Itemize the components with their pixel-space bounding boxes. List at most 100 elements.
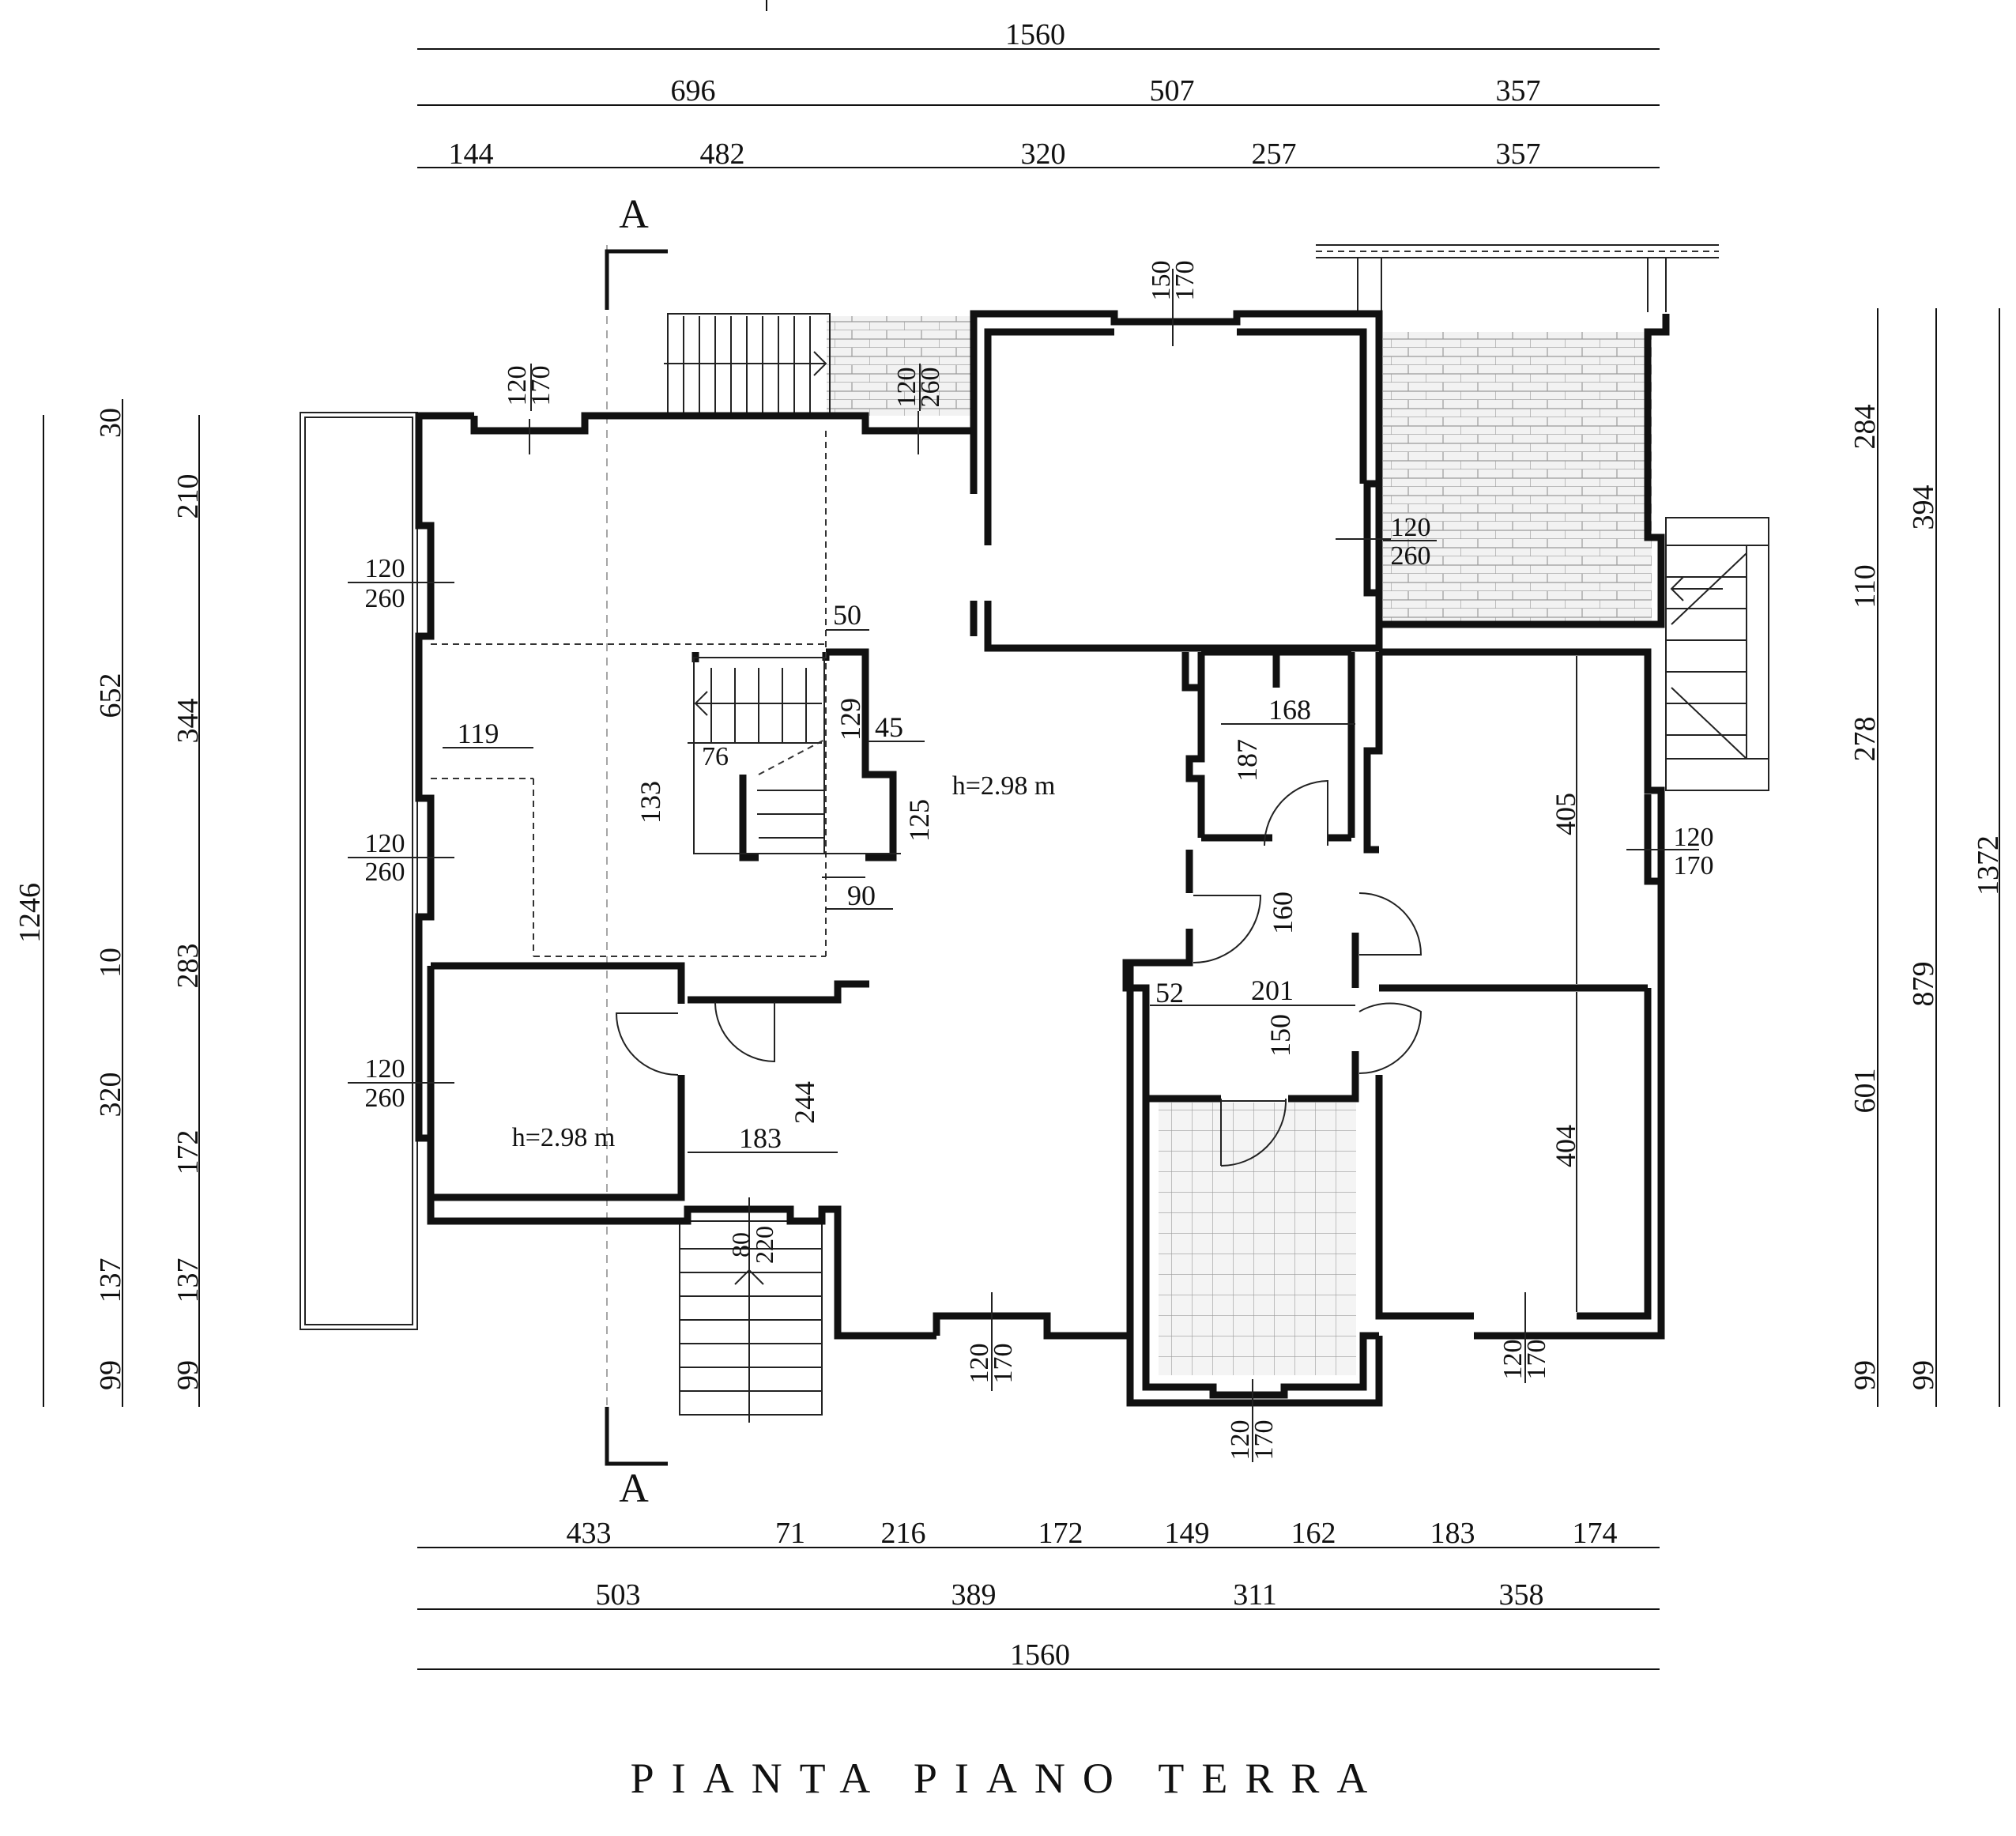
opening-width: 120	[365, 829, 405, 858]
top-dimension: 320	[1021, 138, 1066, 171]
opening: 120 260	[348, 554, 454, 613]
bathroom-tiled-floor	[1159, 1103, 1356, 1375]
interior-dimension: 133	[635, 781, 666, 824]
interior-dimension: 125	[903, 799, 935, 842]
door-swing	[1193, 895, 1262, 963]
top-dimension: 482	[700, 138, 745, 171]
top-dimension: 357	[1496, 74, 1541, 107]
opening-height: 170	[1522, 1340, 1551, 1380]
door-swing	[615, 1012, 679, 1076]
internal-dashed	[431, 431, 827, 957]
interior-dimensions: 50 119 129 45 76 133 125 90 168 187 160 …	[443, 599, 1581, 1312]
opening: 120 260	[348, 1054, 454, 1113]
left-dimension: 99	[94, 1360, 127, 1390]
section-mark-bottom	[605, 1407, 668, 1466]
top-dimension: 696	[671, 74, 716, 107]
interior-dimension: 45	[875, 711, 903, 743]
opening: 80 220	[726, 1197, 778, 1272]
bottom-dimension: 358	[1499, 1578, 1544, 1612]
bottom-dimensions: 433 71 216 172 149 162 183 174 503 389 3…	[417, 1517, 1660, 1672]
opening-height: 170	[1249, 1420, 1279, 1461]
left-dimension: 172	[171, 1130, 205, 1175]
opening-width: 120	[365, 554, 405, 583]
opening: 120 260	[892, 364, 945, 454]
opening-width: 120	[1391, 513, 1431, 542]
right-dimension: 278	[1848, 717, 1882, 762]
left-dimension: 652	[94, 673, 127, 718]
interior-dimension: 183	[739, 1122, 782, 1154]
bottom-dimension: 172	[1038, 1517, 1083, 1550]
opening-height: 170	[1170, 261, 1200, 301]
interior-dimension: 50	[833, 599, 861, 631]
left-total-dimension: 1246	[13, 883, 47, 943]
opening-height: 260	[916, 368, 945, 408]
bottom-total-dimension: 1560	[1010, 1638, 1070, 1672]
room-height: h=2.98 m	[512, 1123, 616, 1152]
opening-height: 170	[989, 1344, 1018, 1384]
top-dimension: 507	[1150, 74, 1195, 107]
opening: 120 170	[965, 1292, 1018, 1391]
left-dimension: 10	[94, 948, 127, 978]
right-dimension: 99	[1848, 1360, 1882, 1390]
right-dimensions: 284 110 278 601 99 394 879 99 1372	[1848, 308, 2005, 1407]
interior-dimension: 160	[1267, 892, 1298, 934]
section-label-bottom: A	[619, 1466, 649, 1511]
outdoor-elements	[300, 244, 1769, 1423]
top-dimension: 257	[1252, 138, 1297, 171]
interior-dimension: 119	[458, 718, 499, 749]
opening: 150 170	[1147, 261, 1200, 346]
right-dimension: 601	[1848, 1069, 1882, 1114]
interior-stair	[688, 657, 901, 878]
left-dimension: 283	[171, 944, 205, 989]
section-label-top: A	[619, 192, 649, 237]
interior-dimension: 201	[1251, 975, 1294, 1006]
door-swing	[1264, 779, 1328, 846]
room-height: h=2.98 m	[952, 771, 1056, 801]
opening-width: 150	[1147, 261, 1176, 301]
doors	[615, 779, 1423, 1167]
interior-dimension: 129	[835, 698, 866, 741]
door-swing	[714, 1001, 775, 1063]
door-swing	[1220, 1100, 1287, 1167]
bottom-dimension: 71	[775, 1517, 805, 1550]
left-dimension: 320	[94, 1073, 127, 1118]
right-total-dimension: 1372	[1972, 835, 2005, 895]
left-dimension: 210	[171, 474, 205, 519]
opening: 120 260	[1336, 513, 1437, 571]
door-swing	[1358, 1002, 1423, 1074]
door-swing	[1358, 892, 1423, 956]
top-dimension: 144	[449, 138, 494, 171]
interior-dimension: 52	[1155, 977, 1184, 1008]
bottom-dimension: 503	[596, 1578, 641, 1612]
right-dimension: 394	[1907, 485, 1940, 530]
opening: 120 260	[348, 829, 454, 887]
stair-top	[664, 316, 827, 417]
opening-width: 120	[503, 366, 532, 406]
interior-dimension: 187	[1231, 739, 1263, 782]
right-dimension: 284	[1848, 405, 1882, 450]
opening-width: 120	[365, 1054, 405, 1084]
opening-height: 260	[365, 1084, 405, 1113]
opening: 120 170	[1498, 1292, 1551, 1383]
stair-east	[1666, 545, 1769, 760]
interior-dimension: 244	[789, 1081, 820, 1124]
bottom-dimension: 433	[567, 1517, 612, 1550]
opening-height: 260	[365, 858, 405, 887]
opening-width: 120	[1674, 823, 1714, 852]
section-line: A A	[605, 192, 668, 1511]
opening: 120 170	[1626, 823, 1714, 880]
bottom-dimension: 311	[1233, 1578, 1277, 1612]
opening: 120 170	[1226, 1379, 1279, 1462]
left-dimension: 30	[94, 408, 127, 438]
left-dimension: 344	[171, 699, 205, 744]
opening-width: 80	[726, 1232, 755, 1257]
opening: 120 170	[503, 364, 556, 454]
section-mark-top	[605, 249, 668, 310]
opening-width: 120	[1226, 1420, 1255, 1461]
bottom-dimension: 183	[1430, 1517, 1475, 1550]
top-dimension: 357	[1496, 138, 1541, 171]
bottom-dimension: 162	[1291, 1517, 1336, 1550]
opening-height: 220	[750, 1226, 778, 1264]
left-dimensions: 1246 30 652 10 320 137 99 210 344 283 17…	[13, 399, 205, 1407]
